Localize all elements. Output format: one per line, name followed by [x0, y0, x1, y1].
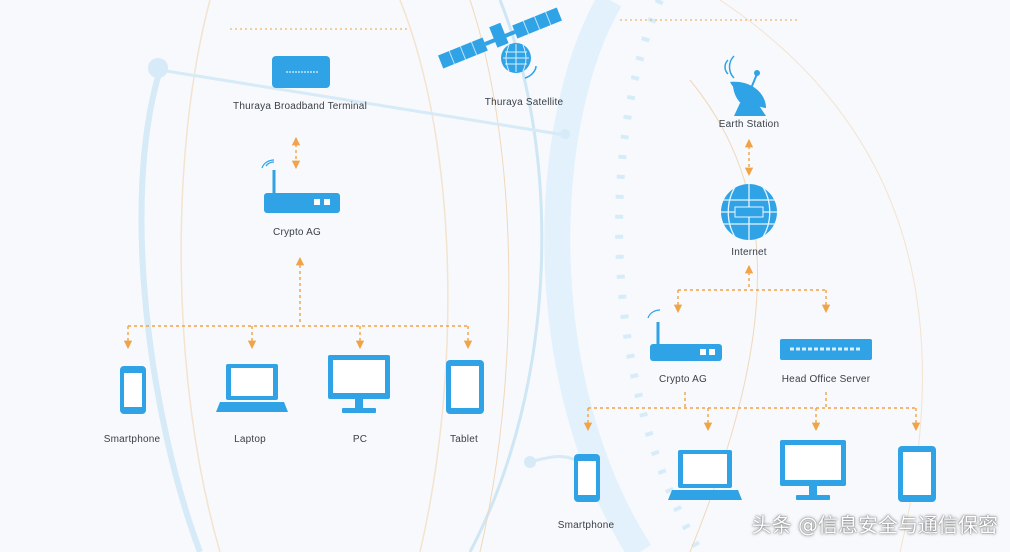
router-icon — [261, 159, 340, 213]
connectors — [123, 136, 921, 432]
smartphone-icon — [574, 454, 600, 502]
left-tablet-label: Tablet — [450, 434, 478, 445]
laptop-icon — [216, 364, 288, 412]
laptop-icon — [668, 450, 742, 500]
satellite-icon — [438, 7, 562, 69]
server-icon — [780, 339, 872, 360]
terminal-icon — [272, 56, 330, 88]
left-smartphone-label: Smartphone — [103, 434, 161, 445]
router-icon — [647, 309, 722, 361]
right-smartphone-label: Smartphone — [557, 520, 615, 531]
thuraya-terminal-label: Thuraya Broadband Terminal — [233, 101, 367, 112]
head-office-server-label: Head Office Server — [781, 374, 871, 385]
crypto-ag-left-label: Crypto AG — [273, 227, 321, 238]
satellite-dish-icon — [724, 55, 766, 116]
internet-label: Internet — [731, 247, 767, 258]
left-pc-label: PC — [352, 434, 368, 445]
smartphone-icon — [120, 366, 146, 414]
pc-monitor-icon — [780, 440, 846, 500]
earth-station-label: Earth Station — [718, 119, 780, 130]
satellite-globe-icon — [501, 43, 537, 79]
watermark: 头条 @信息安全与通信保密 — [751, 513, 998, 537]
thuraya-satellite-label: Thuraya Satellite — [484, 97, 564, 108]
pc-monitor-icon — [328, 355, 390, 413]
crypto-ag-right-label: Crypto AG — [659, 374, 707, 385]
globe-icon — [721, 184, 777, 240]
left-laptop-label: Laptop — [234, 434, 266, 445]
tablet-icon — [898, 446, 936, 502]
tablet-icon — [446, 360, 484, 414]
